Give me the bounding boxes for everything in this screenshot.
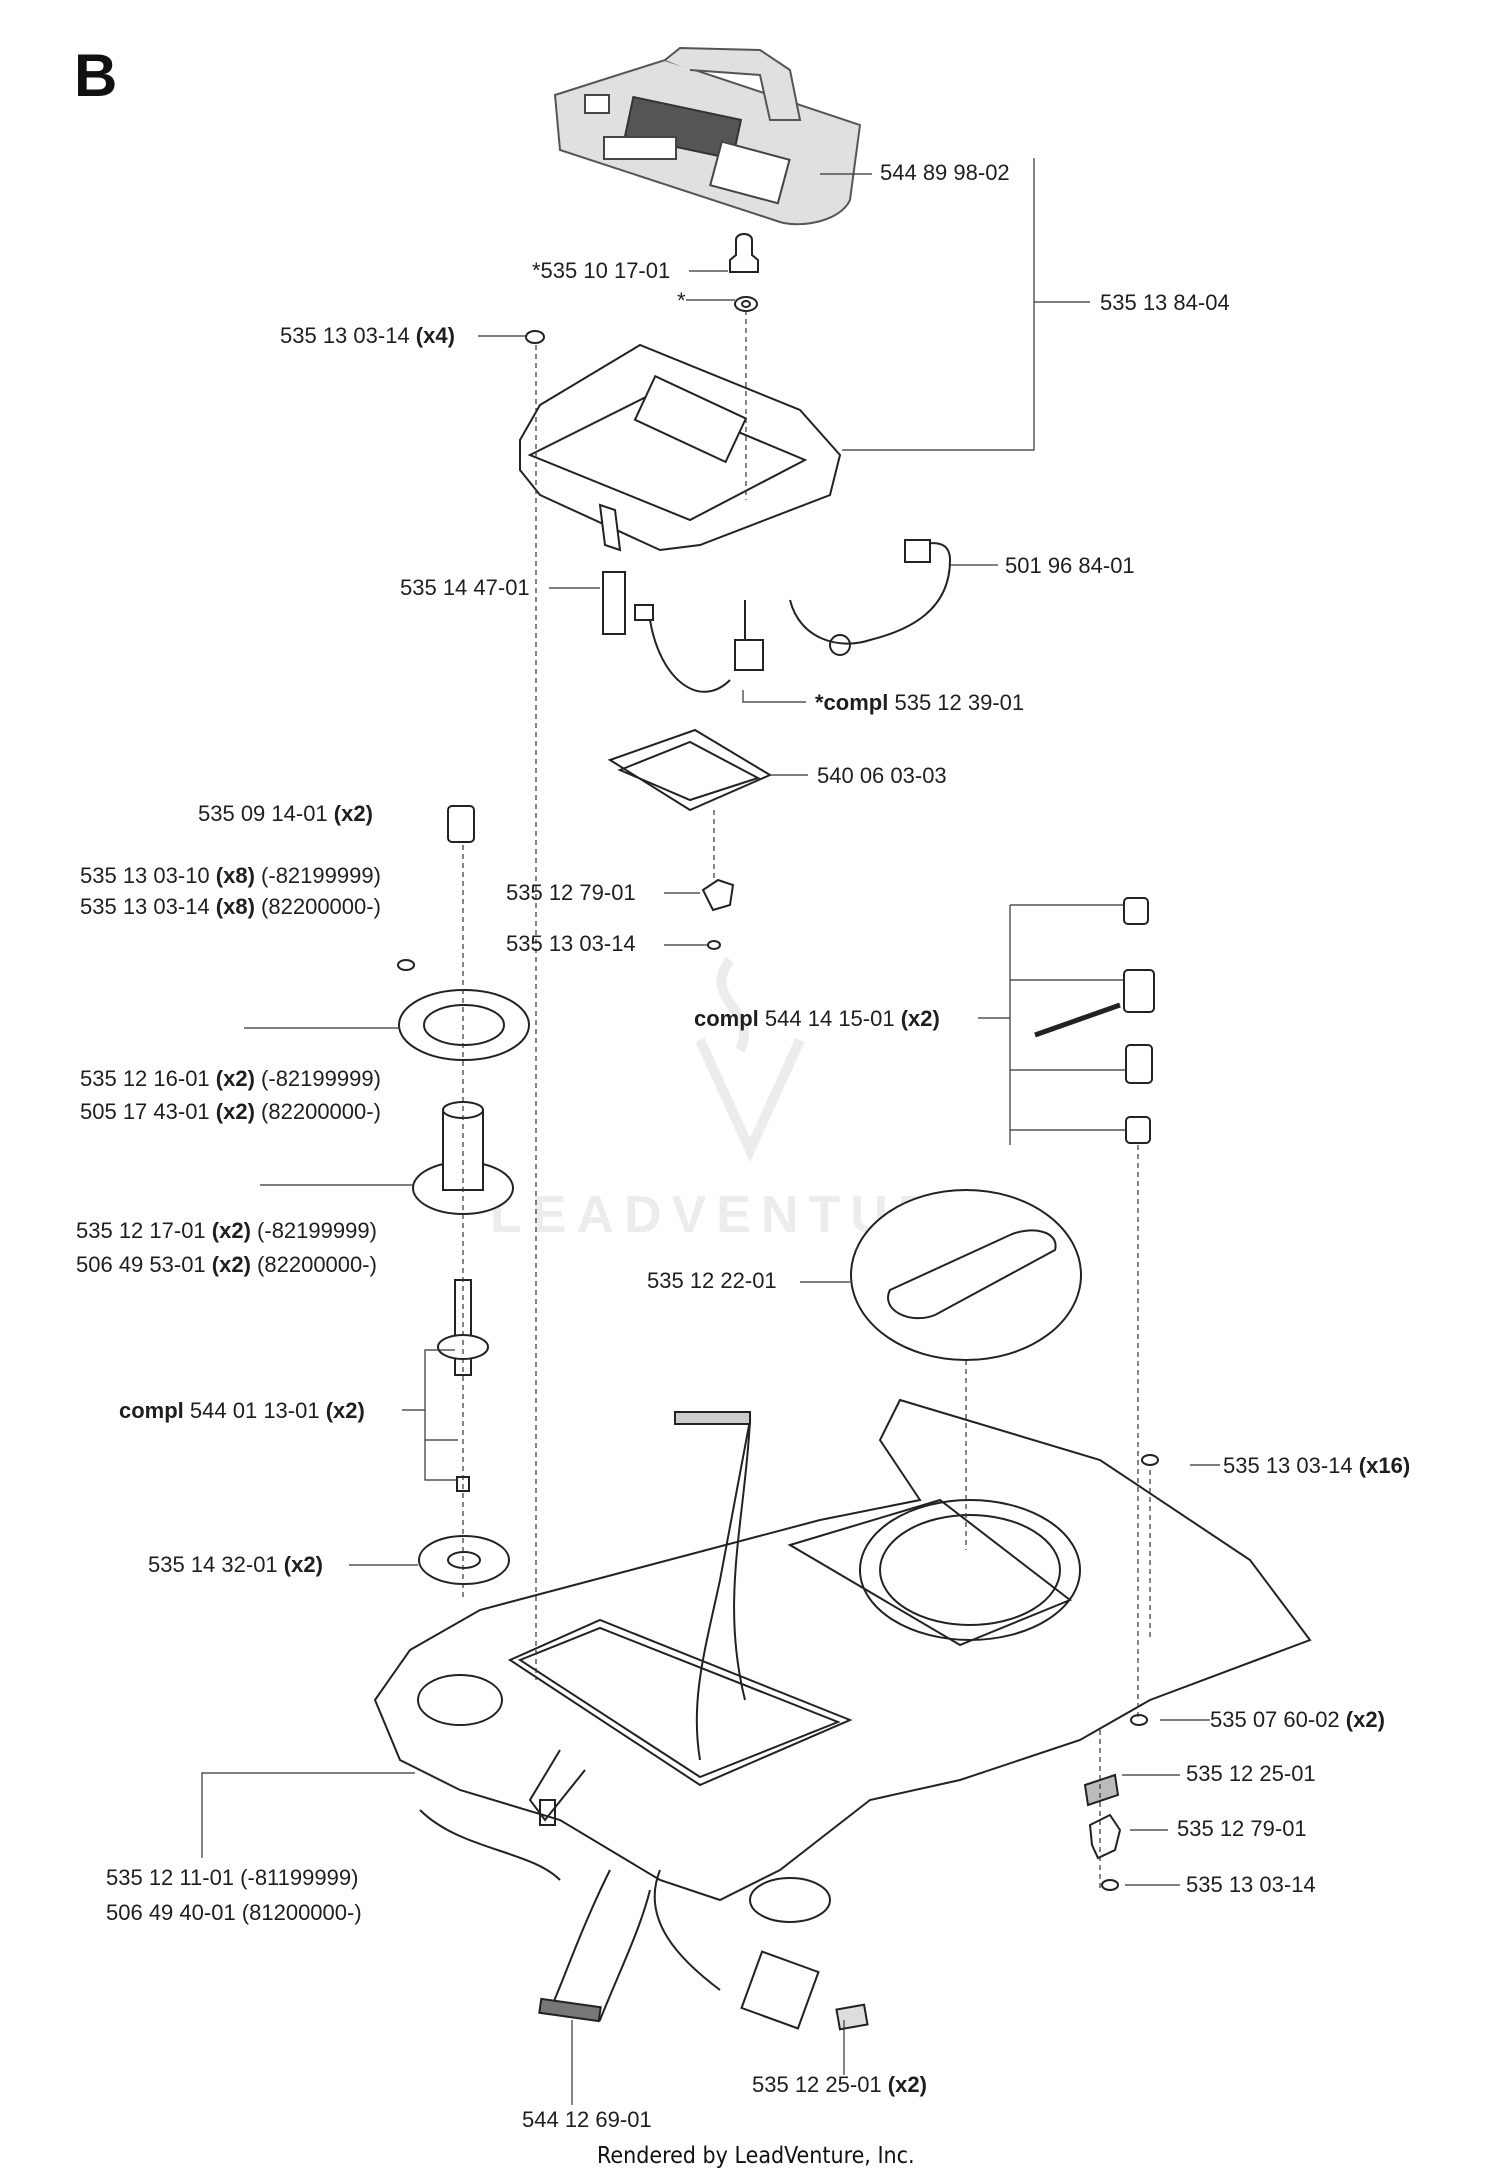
washer-part <box>1130 1714 1148 1726</box>
part-number-label: 535 12 17-01 (x2) (-82199999) <box>76 1218 377 1243</box>
part-number-label: 535 12 11-01 (-81199999) <box>106 1865 359 1890</box>
part-number-label: 535 07 60-02 (x2) <box>1210 1707 1385 1732</box>
bushing-part <box>447 805 475 843</box>
label-part <box>1083 1773 1120 1807</box>
part-number-label: 535 12 79-01 <box>1177 1816 1307 1841</box>
mounting-plate-part <box>398 989 530 1061</box>
leader-lines <box>201 158 1220 2105</box>
part-number-label: 535 13 03-14 <box>1186 1872 1316 1897</box>
footer-credit: Rendered by LeadVenture, Inc. <box>597 2143 915 2169</box>
part-number-label: *compl 535 12 39-01 <box>815 690 1025 715</box>
clip-part <box>1088 1813 1122 1891</box>
label-part <box>835 2003 869 2031</box>
sensor-cable-part <box>789 539 952 656</box>
part-number-label: 535 12 79-01 <box>506 880 636 905</box>
part-number-label: 535 12 16-01 (x2) (-82199999) <box>80 1066 381 1091</box>
part-number-label: 535 13 03-14 <box>506 931 636 956</box>
part-number-label: 535 14 47-01 <box>400 575 530 600</box>
part-number-label: 535 12 22-01 <box>647 1268 777 1293</box>
part-number-label: *535 10 17-01 <box>532 258 671 283</box>
part-number-label: 501 96 84-01 <box>1005 553 1135 578</box>
part-number-label: 544 12 69-01 <box>522 2107 652 2132</box>
part-number-label: 535 12 25-01 (x2) <box>752 2072 927 2097</box>
part-number-label: 535 13 84-04 <box>1100 290 1230 315</box>
part-number-label: 535 12 25-01 <box>1186 1761 1316 1786</box>
part-number-label: 544 89 98-02 <box>880 160 1010 185</box>
screw-part <box>1141 1454 1159 1466</box>
part-number-label: 535 13 03-14 (x16) <box>1223 1453 1411 1478</box>
screw-part <box>525 330 545 344</box>
part-number-label: 535 14 32-01 (x2) <box>148 1552 323 1577</box>
part-number-label: 535 13 03-14 (x4) <box>280 323 455 348</box>
keypad-overlay-part <box>553 46 862 226</box>
flange-washer-part <box>418 1535 510 1585</box>
part-number-label: compl 544 14 15-01 (x2) <box>694 1006 940 1031</box>
height-adjust-assembly-part <box>1034 897 1155 1144</box>
circuit-board-part <box>607 728 773 812</box>
part-number-label: 506 49 40-01 (81200000-) <box>106 1900 362 1925</box>
display-cover-part <box>519 343 842 552</box>
part-number-label: 540 06 03-03 <box>817 763 947 788</box>
watermark-logo-icon <box>695 957 805 1163</box>
part-number-label: 505 17 43-01 (x2) (82200000-) <box>80 1099 381 1124</box>
blade-cover-part <box>850 1189 1082 1361</box>
part-number-label: 535 13 03-14 (x8) (82200000-) <box>80 894 381 919</box>
pin-assembly-part <box>437 1279 489 1492</box>
section-letter: B <box>74 42 118 109</box>
screw-part <box>397 959 415 971</box>
part-number-label: compl 544 01 13-01 (x2) <box>119 1398 365 1423</box>
part-number-label: * <box>677 288 686 313</box>
part-number-label: 535 09 14-01 (x2) <box>198 801 373 826</box>
part-number-label: 506 49 53-01 (x2) (82200000-) <box>76 1252 377 1277</box>
switch-harness-part <box>602 571 764 693</box>
clip-part <box>701 878 735 950</box>
part-number-label: 535 13 03-10 (x8) (-82199999) <box>80 863 381 888</box>
main-chassis-part <box>373 1398 1312 2030</box>
